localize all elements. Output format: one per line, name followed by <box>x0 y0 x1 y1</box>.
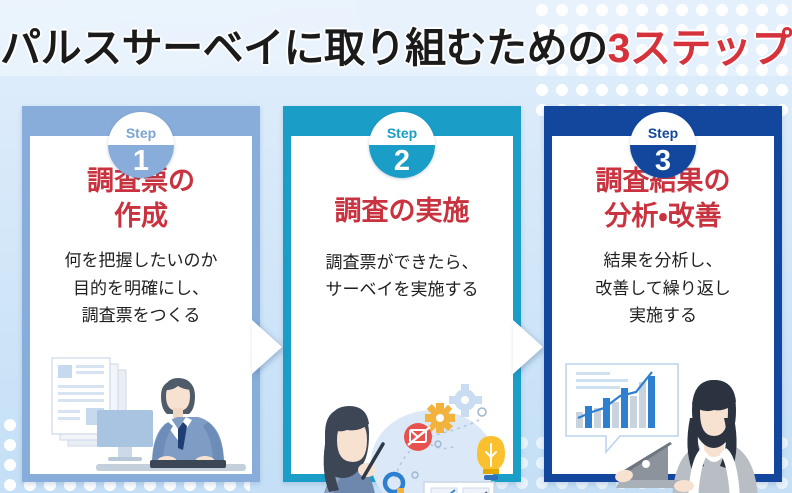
woman-with-laptop-and-chart-illustration <box>565 363 758 493</box>
step-badge-label-wrap-1: Step <box>108 112 174 145</box>
step-badge-label-2: Step <box>386 125 418 141</box>
step-badge-label-wrap-2: Step <box>369 112 435 145</box>
step-card-2[interactable]: Step 2 調査の実施 調査票ができたら、 サーベイを実施する <box>283 106 521 493</box>
step-badge-number-wrap-2: 2 <box>369 145 435 178</box>
step-card-content-2: 調査の実施 調査票ができたら、 サーベイを実施する <box>291 194 513 493</box>
step-card-1[interactable]: Step 1 調査票の 作成 何を把握したいのか 目的を明確にし、 調査票をつく… <box>22 106 260 482</box>
step-badge-label-wrap-3: Step <box>630 112 696 145</box>
arrow-step2-to-step3 <box>513 320 543 374</box>
step-badge-number-1: 1 <box>132 145 150 177</box>
step-badge-number-2: 2 <box>393 145 411 177</box>
step-heading-2: 調査の実施 <box>334 196 470 226</box>
step-badge-label-3: Step <box>647 125 679 141</box>
step-card-3[interactable]: Step 3 調査結果の 分析・改善 結果を分析し、 改善して繰り返し 実施する <box>544 106 782 493</box>
page-title: パルスサーベイに取り組むための3ステップ <box>0 14 792 74</box>
step-badge-1: Step 1 <box>108 112 174 178</box>
arrow-step1-to-step2 <box>252 320 282 374</box>
step-card-content-3: 調査結果の 分析・改善 結果を分析し、 改善して繰り返し 実施する <box>552 164 774 493</box>
step-heading-1: 調査票の 作成 <box>87 166 195 231</box>
steps-container: Step 1 調査票の 作成 何を把握したいのか 目的を明確にし、 調査票をつく… <box>0 106 792 493</box>
step-card-content-1: 調査票の 作成 何を把握したいのか 目的を明確にし、 調査票をつくる <box>30 164 252 493</box>
step-body-1: 何を把握したいのか 目的を明確にし、 調査票をつくる <box>64 251 218 326</box>
dot-pattern-top-right <box>532 0 792 118</box>
step-badge-number-3: 3 <box>654 145 672 177</box>
step-badge-number-wrap-1: 1 <box>108 145 174 178</box>
businessman-at-desk-with-documents-illustration <box>51 357 246 471</box>
page-title-main: パルスサーベイに取り組むための <box>0 25 608 71</box>
step-badge-number-wrap-3: 3 <box>630 145 696 178</box>
page-title-accent: 3ステップ <box>607 25 792 71</box>
woman-thinking-with-ideas-illustration <box>323 384 505 493</box>
step-body-2: 調査票ができたら、 サーベイを実施する <box>325 252 479 300</box>
step-badge-3: Step 3 <box>630 112 696 178</box>
step-body-3: 結果を分析し、 改善して繰り返し 実施する <box>595 251 731 326</box>
step-badge-2: Step 2 <box>369 112 435 178</box>
step-badge-label-1: Step <box>125 125 157 141</box>
